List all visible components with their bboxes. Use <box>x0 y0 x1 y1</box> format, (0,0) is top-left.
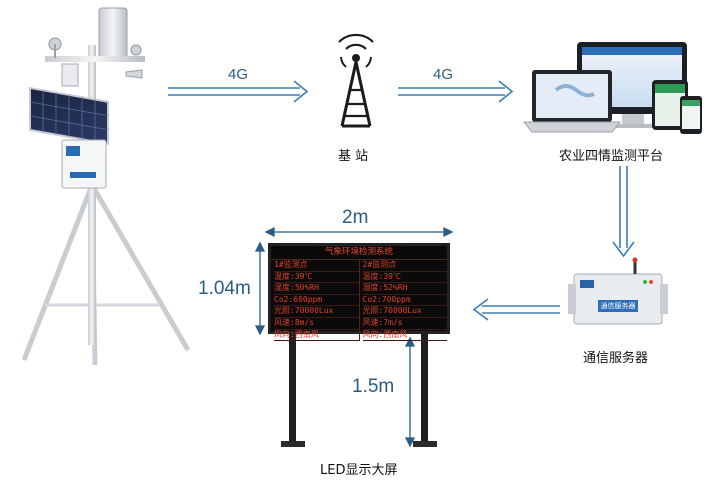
platform-label: 农业四情监测平台 <box>559 149 664 164</box>
arrow-station-to-platform <box>398 87 505 96</box>
base-station-label: 基 站 <box>338 149 369 164</box>
dimension-height: 1.04m <box>198 278 251 299</box>
arrow-server-to-led-head <box>472 298 489 321</box>
led-cell: 温度:39℃ <box>362 272 447 284</box>
led-screen-display: 气象环境检测系统 1#监测点 温度:39℃ 湿度:50%RH Co2:600pp… <box>268 243 450 342</box>
dimension-pole-height: 1.5m <box>352 376 395 397</box>
link-label-station-to-platform: 4G <box>433 66 454 83</box>
led-stand-icon <box>281 334 437 447</box>
comm-server-label: 通信服务器 <box>583 351 649 366</box>
led-cell: 温度:39℃ <box>274 272 359 284</box>
arrow-platform-to-server <box>619 166 628 248</box>
led-cell: Co2:600ppm <box>274 295 359 307</box>
link-label-weather-to-station: 4G <box>228 66 249 83</box>
led-cell: 风速:8m/s <box>274 318 359 330</box>
platform-devices-icon <box>522 42 702 134</box>
led-column-1: 1#监测点 温度:39℃ 湿度:50%RH Co2:600ppm 光照:7000… <box>271 260 359 342</box>
arrow-weather-to-station-head <box>293 80 309 103</box>
led-screen-label: LED显示大屏 <box>320 463 398 478</box>
base-station-icon <box>338 33 374 128</box>
led-title: 气象环境检测系统 <box>271 246 447 260</box>
comm-server-icon <box>568 257 668 325</box>
led-cell: 湿度:52%RH <box>362 283 447 295</box>
server-device-tag: 通信服务器 <box>600 302 636 310</box>
arrow-station-to-platform-head <box>498 80 514 103</box>
led-cell: 2#监测点 <box>362 260 447 272</box>
arrow-platform-to-server-head <box>612 241 635 258</box>
flow-arrows <box>168 80 635 321</box>
led-cell: Co2:700ppm <box>362 295 447 307</box>
arrow-server-to-led <box>482 305 560 314</box>
led-cell: 光照:70000Lux <box>362 306 447 318</box>
led-cell: 1#监测点 <box>274 260 359 272</box>
led-cell: 风向:西南风 <box>362 330 447 342</box>
weather-station-icon <box>21 7 191 366</box>
led-cell: 风速:7m/s <box>362 318 447 330</box>
led-column-2: 2#监测点 温度:39℃ 湿度:52%RH Co2:700ppm 光照:7000… <box>358 260 447 342</box>
dimension-lines <box>254 226 454 448</box>
led-cell: 风向:西南风 <box>274 330 359 342</box>
dimension-width: 2m <box>342 207 369 228</box>
arrow-weather-to-station <box>168 87 300 96</box>
led-cell: 湿度:50%RH <box>274 283 359 295</box>
led-cell: 光照:70000Lux <box>274 306 359 318</box>
